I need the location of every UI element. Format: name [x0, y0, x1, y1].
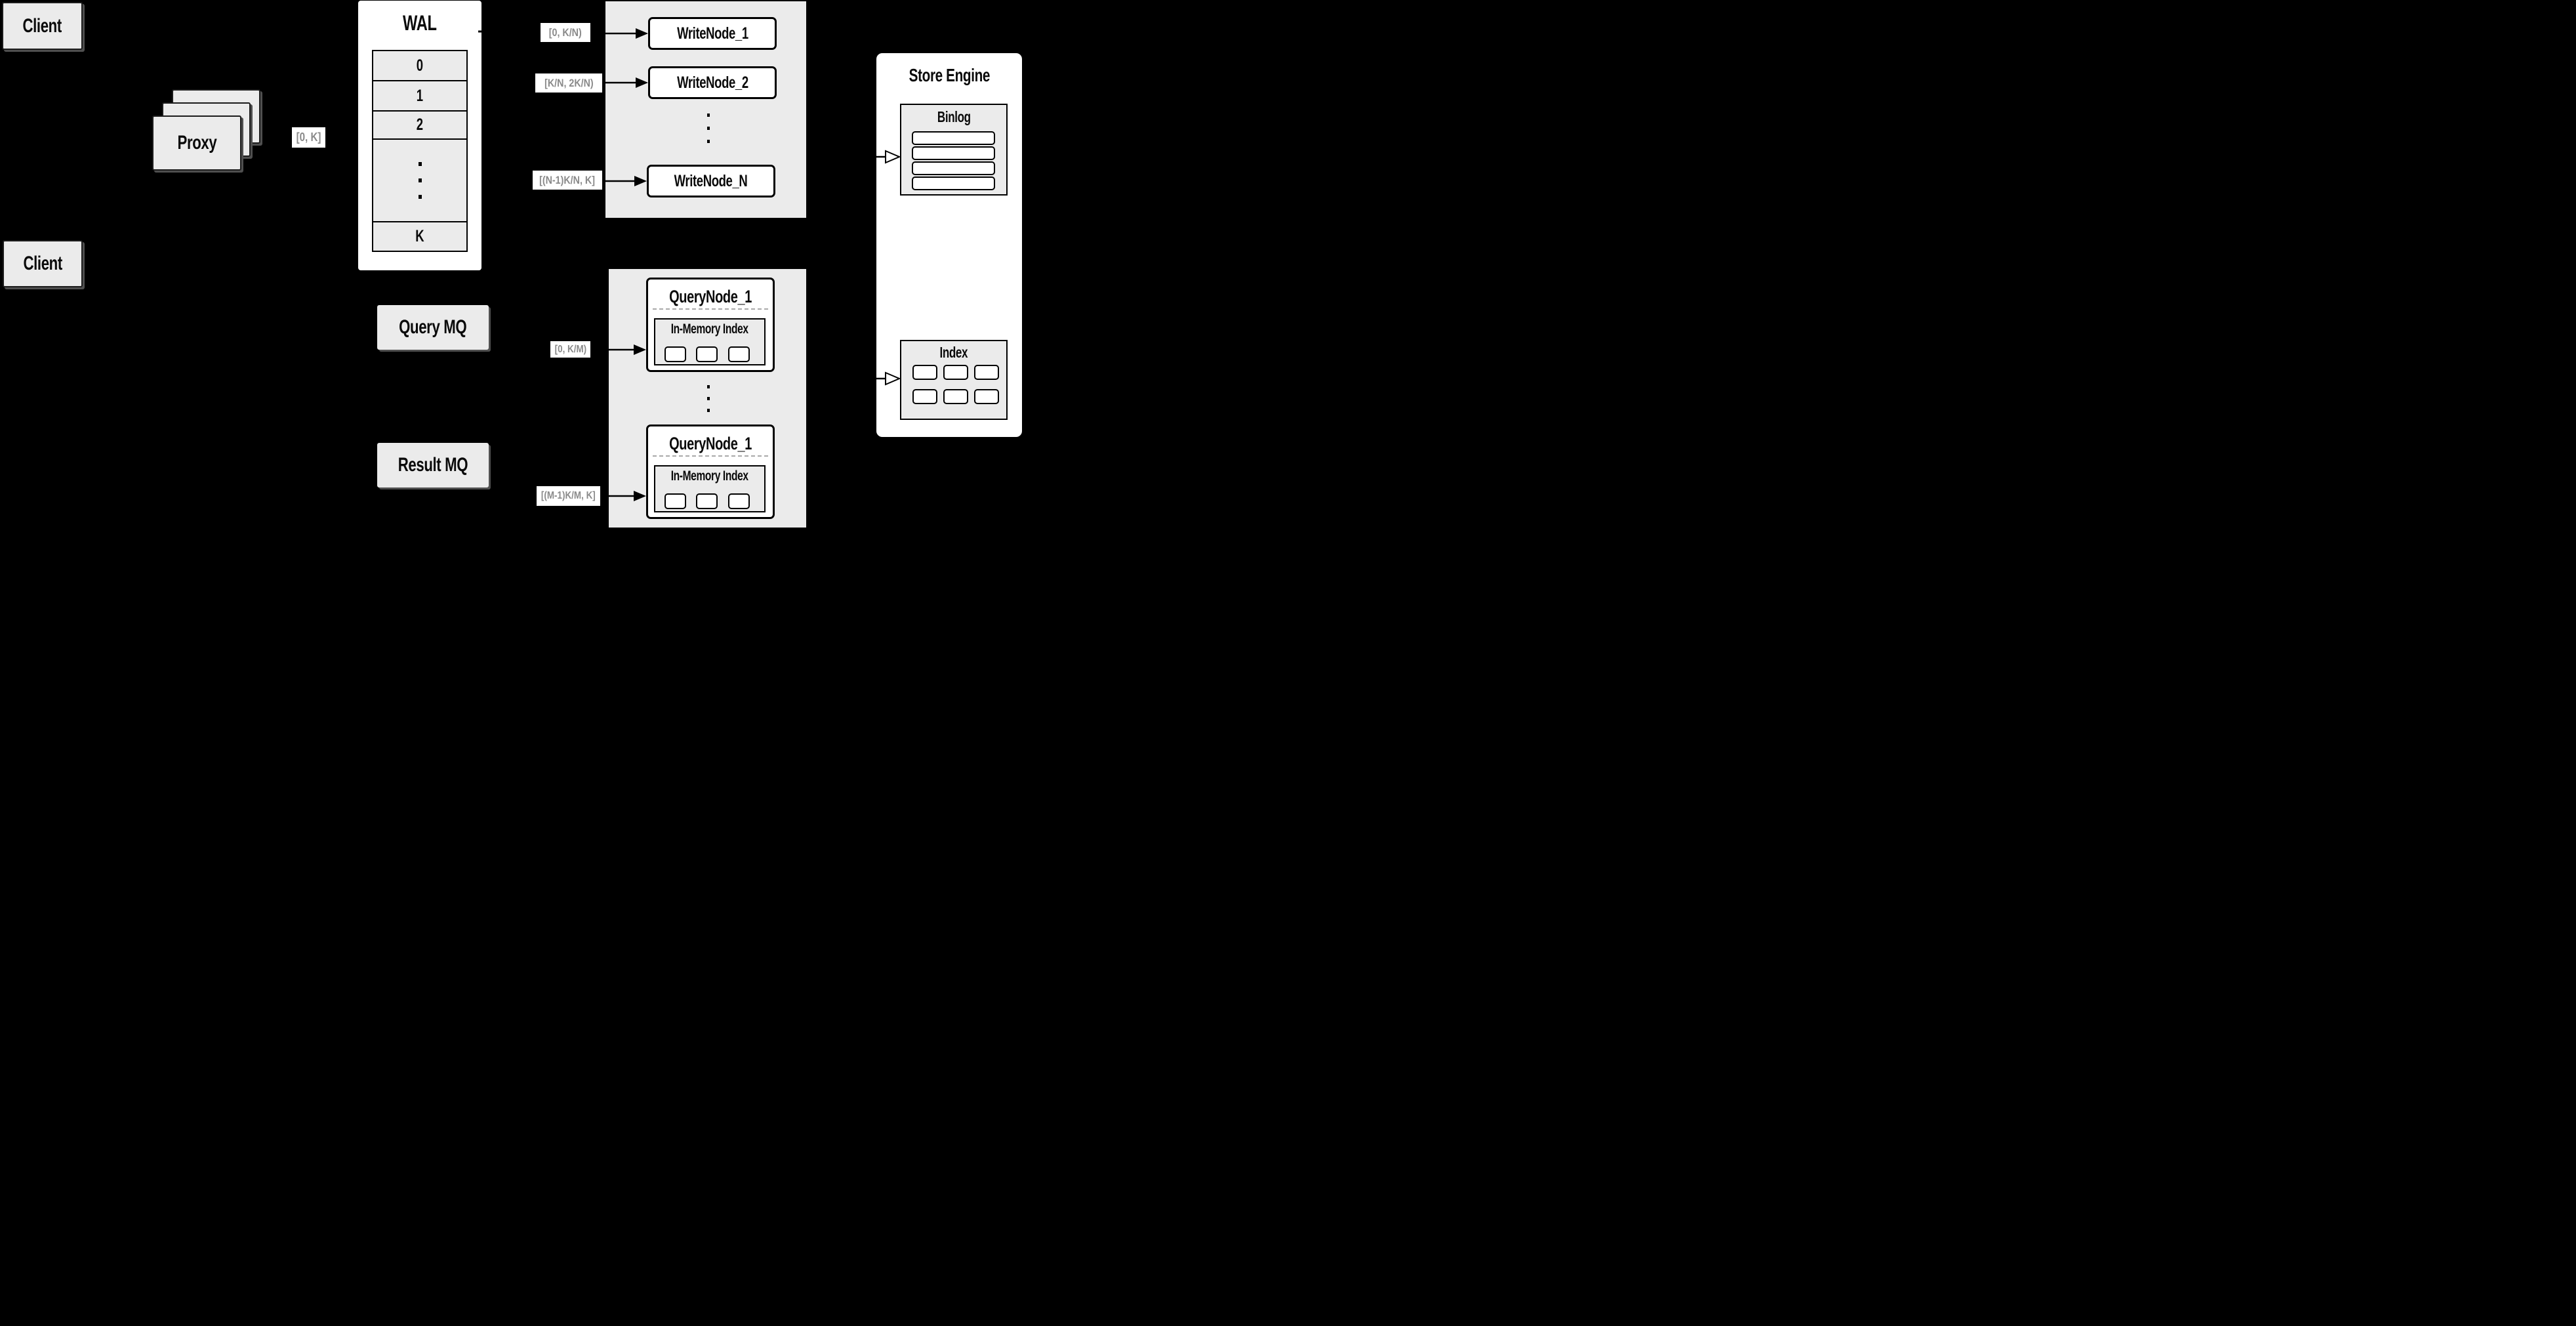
inmemory-slot — [728, 493, 750, 509]
wal-row-1: 1 — [373, 81, 466, 112]
query-range-label-1: [0, K/M) — [550, 341, 590, 358]
write-node-1: WriteNode_1 — [648, 17, 777, 50]
wal-title: WAL — [403, 11, 437, 35]
architecture-diagram: Client Client Proxy [0, K] WAL 0 1 2 — [0, 0, 1031, 530]
inmemory-slot — [664, 346, 686, 362]
wal-table: 0 1 2 K — [372, 50, 468, 252]
write-range-label-2: [K/N, 2K/N) — [535, 73, 602, 93]
write-node-n: WriteNode_N — [647, 165, 775, 197]
wal-row-ellipsis — [373, 140, 466, 222]
wal-row-0: 0 — [373, 51, 466, 81]
inmemory-slot — [728, 346, 750, 362]
binlog-slot — [912, 131, 995, 145]
result-mq-box: Result MQ — [377, 443, 489, 487]
index-title: Index — [939, 344, 968, 361]
query-mq-label: Query MQ — [399, 316, 467, 338]
inmemory-index-top-title: In-Memory Index — [671, 321, 748, 337]
index-slot — [912, 389, 937, 404]
proxy-stack: Proxy — [152, 89, 261, 171]
query-nodes-ellipsis — [706, 382, 711, 415]
inmemory-slot — [696, 346, 718, 362]
client-bottom-label: Client — [23, 253, 62, 274]
index-slot — [943, 365, 968, 380]
client-box-top: Client — [2, 2, 83, 50]
binlog-slot — [912, 161, 995, 175]
inmemory-slot — [696, 493, 718, 509]
write-range-label-1: [0, K/N) — [541, 23, 590, 42]
index-slot — [974, 389, 999, 404]
store-engine-title: Store Engine — [909, 65, 990, 85]
index-slot — [943, 389, 968, 404]
proxy-range-label: [0, K] — [292, 127, 325, 148]
binlog-slot — [912, 146, 995, 160]
query-node-bottom-title: QueryNode_1 — [669, 434, 752, 453]
index-slot — [912, 365, 937, 380]
write-range-label-n: [(N-1)K/N, K] — [533, 171, 602, 190]
binlog-title: Binlog — [937, 108, 971, 125]
inmemory-slot — [664, 493, 686, 509]
index-slot — [974, 365, 999, 380]
client-box-bottom: Client — [3, 240, 83, 287]
query-node-bottom-divider — [653, 455, 768, 457]
write-node-2: WriteNode_2 — [648, 66, 777, 99]
binlog-slot — [912, 176, 995, 190]
proxy-card-front: Proxy — [152, 115, 241, 171]
wal-row-k: K — [373, 222, 466, 251]
wal-row-2: 2 — [373, 112, 466, 140]
client-top-label: Client — [22, 14, 62, 37]
query-mq-box: Query MQ — [377, 305, 489, 350]
index-box: Index — [900, 340, 1008, 420]
inmemory-index-bottom-title: In-Memory Index — [671, 468, 748, 484]
query-range-label-m: [(M-1)K/M, K] — [537, 486, 600, 506]
wal-panel: WAL 0 1 2 K — [358, 1, 481, 270]
proxy-label: Proxy — [177, 132, 216, 154]
query-node-top-divider — [653, 308, 768, 310]
result-mq-label: Result MQ — [398, 454, 468, 476]
query-node-top-title: QueryNode_1 — [669, 287, 752, 306]
write-nodes-ellipsis — [706, 109, 711, 147]
